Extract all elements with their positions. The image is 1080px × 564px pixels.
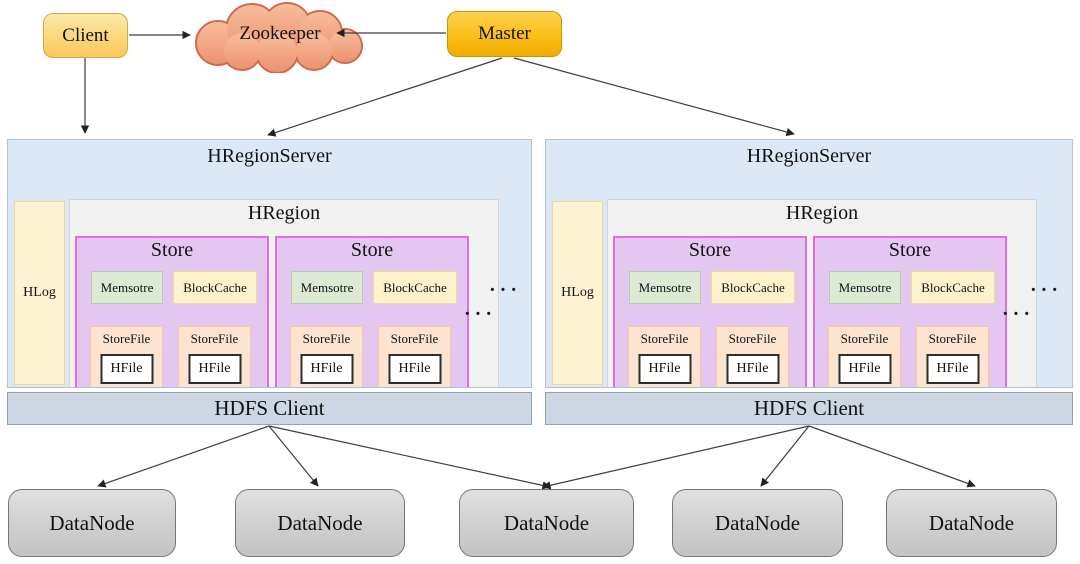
storefile-box: StoreFile HFile <box>378 326 451 387</box>
more-regions-ellipsis: ··· <box>1029 279 1062 301</box>
hregionserver-2: HRegionServer HLog HRegion Store Memsotr… <box>545 139 1073 388</box>
edge-hdfs2-datanode4 <box>760 425 810 487</box>
hdfs-client-2: HDFS Client <box>545 392 1073 425</box>
hfile-box: HFile <box>726 354 779 384</box>
store-box: Store Memsotre BlockCache StoreFile HFil… <box>813 236 1007 387</box>
memstore-box: Memsotre <box>91 271 163 304</box>
storefile-label: StoreFile <box>928 331 977 346</box>
more-stores-ellipsis: ··· <box>463 303 496 325</box>
memstore-box: Memsotre <box>629 271 701 304</box>
master-label: Master <box>478 23 531 44</box>
storefile-label: StoreFile <box>302 331 351 346</box>
store-box: Store Memsotre BlockCache StoreFile HFil… <box>75 236 269 387</box>
storefile-box: StoreFile HFile <box>828 326 901 387</box>
hregionserver-1: HRegionServer HLog HRegion Store Memsotr… <box>7 139 532 388</box>
store-title: Store <box>150 239 194 261</box>
blockcache-box: BlockCache <box>711 271 795 304</box>
edge-master-hregionserver2 <box>513 57 795 137</box>
cloud-icon <box>195 2 363 73</box>
hregion-2: HRegion Store Memsotre BlockCache StoreF… <box>607 199 1037 387</box>
hdfs-client-1: HDFS Client <box>7 392 532 425</box>
master-node: Master <box>447 11 562 57</box>
store-box: Store Memsotre BlockCache StoreFile HFil… <box>613 236 807 387</box>
hfile-box: HFile <box>300 354 353 384</box>
datanode-5: DataNode <box>886 489 1057 557</box>
hlog-box: HLog <box>552 201 603 385</box>
storefile-label: StoreFile <box>390 331 439 346</box>
datanode-3: DataNode <box>459 489 634 557</box>
hlog-box: HLog <box>14 201 65 385</box>
datanode-2: DataNode <box>235 489 405 557</box>
blockcache-box: BlockCache <box>911 271 995 304</box>
edge-hdfs1-datanode2 <box>268 425 319 487</box>
hfile-box: HFile <box>926 354 979 384</box>
storefile-box: StoreFile HFile <box>90 326 163 387</box>
storefile-label: StoreFile <box>728 331 777 346</box>
hfile-box: HFile <box>100 354 153 384</box>
more-stores-ellipsis: ··· <box>1001 303 1034 325</box>
datanode-4: DataNode <box>672 489 843 557</box>
hfile-box: HFile <box>188 354 241 384</box>
more-regions-ellipsis: ··· <box>488 279 521 301</box>
blockcache-box: BlockCache <box>373 271 457 304</box>
memstore-box: Memsotre <box>291 271 363 304</box>
hfile-box: HFile <box>388 354 441 384</box>
store-title: Store <box>688 239 732 261</box>
store-box: Store Memsotre BlockCache StoreFile HFil… <box>275 236 469 387</box>
store-title: Store <box>350 239 394 261</box>
storefile-box: StoreFile HFile <box>290 326 363 387</box>
storefile-box: StoreFile HFile <box>916 326 989 387</box>
storefile-label: StoreFile <box>102 331 151 346</box>
hfile-box: HFile <box>838 354 891 384</box>
store-title: Store <box>888 239 932 261</box>
edge-hdfs1-datanode3 <box>268 425 551 490</box>
hregionserver-title: HRegionServer <box>207 145 332 167</box>
zookeeper-label: Zookeeper <box>239 23 321 44</box>
datanode-1: DataNode <box>8 489 176 557</box>
edge-hdfs1-datanode1 <box>97 425 270 488</box>
blockcache-box: BlockCache <box>173 271 257 304</box>
storefile-box: StoreFile HFile <box>628 326 701 387</box>
edge-hdfs2-datanode5 <box>808 425 976 488</box>
hregion-title: HRegion <box>247 202 321 224</box>
storefile-box: StoreFile HFile <box>178 326 251 387</box>
client-node: Client <box>43 13 128 58</box>
memstore-box: Memsotre <box>829 271 901 304</box>
storefile-box: StoreFile HFile <box>716 326 789 387</box>
hfile-box: HFile <box>638 354 691 384</box>
storefile-label: StoreFile <box>840 331 889 346</box>
zookeeper-node: Zookeeper <box>182 1 378 73</box>
hregionserver-title: HRegionServer <box>746 145 872 167</box>
hregion-1: HRegion Store Memsotre BlockCache StoreF… <box>69 199 499 387</box>
hregion-title: HRegion <box>785 202 859 224</box>
edge-hdfs2-datanode3 <box>542 425 810 490</box>
storefile-label: StoreFile <box>640 331 689 346</box>
client-label: Client <box>62 24 109 46</box>
storefile-label: StoreFile <box>190 331 239 346</box>
